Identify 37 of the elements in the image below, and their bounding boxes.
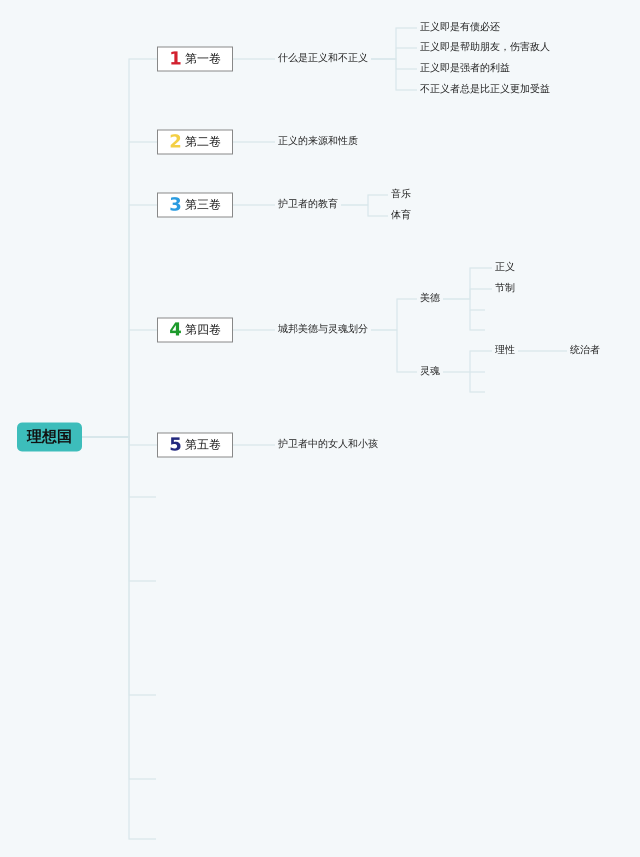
- chapter-number: 2: [169, 132, 182, 152]
- root-topic: 理想国: [17, 422, 82, 452]
- topic-text: 正义: [492, 261, 518, 275]
- topic-text: 不正义者总是比正义更加受益: [417, 83, 553, 97]
- chapter-box: [157, 46, 233, 72]
- connector-line: [443, 288, 492, 300]
- topic-text: 灵魂: [417, 365, 443, 379]
- connector-line: [371, 329, 417, 373]
- topic-text: 节制: [492, 282, 518, 296]
- chapter-number: 1: [169, 49, 182, 69]
- chapter-box: [157, 130, 233, 154]
- topic-text: 美德: [417, 292, 443, 306]
- topic-text: 城邦美德与灵魂划分: [275, 323, 371, 337]
- connector-line: [443, 350, 492, 373]
- chapter-title: 第三卷: [184, 196, 221, 214]
- chapter-box: [157, 432, 233, 458]
- topic-text: 理性: [492, 344, 518, 358]
- topic-text: 什么是正义和不正义: [275, 52, 371, 66]
- chapter-number: 5: [169, 435, 182, 455]
- chapter-number: 4: [169, 320, 182, 340]
- topic-text: 正义的来源和性质: [275, 135, 361, 149]
- topic-text: 音乐: [388, 188, 414, 202]
- chapter-title: 第二卷: [184, 134, 221, 150]
- chapter-title: 第一卷: [184, 50, 221, 68]
- chapter-number: 3: [169, 195, 182, 215]
- chapter-title: 第四卷: [184, 322, 221, 338]
- connector-line: [341, 204, 388, 217]
- topic-text: 统治者: [567, 344, 603, 358]
- topic-text: 正义即是强者的利益: [417, 62, 513, 76]
- chapter-title: 第五卷: [184, 436, 221, 454]
- topic-text: 正义即是有债必还: [417, 21, 503, 35]
- topic-text: 护卫者的教育: [275, 198, 341, 212]
- topic-text: 体育: [388, 209, 414, 223]
- topic-text: 正义即是帮助朋友，伤害敌人: [417, 41, 553, 55]
- chapter-box: [157, 192, 233, 218]
- chapter-box: [157, 318, 233, 342]
- topic-text: 护卫者中的女人和小孩: [275, 438, 381, 452]
